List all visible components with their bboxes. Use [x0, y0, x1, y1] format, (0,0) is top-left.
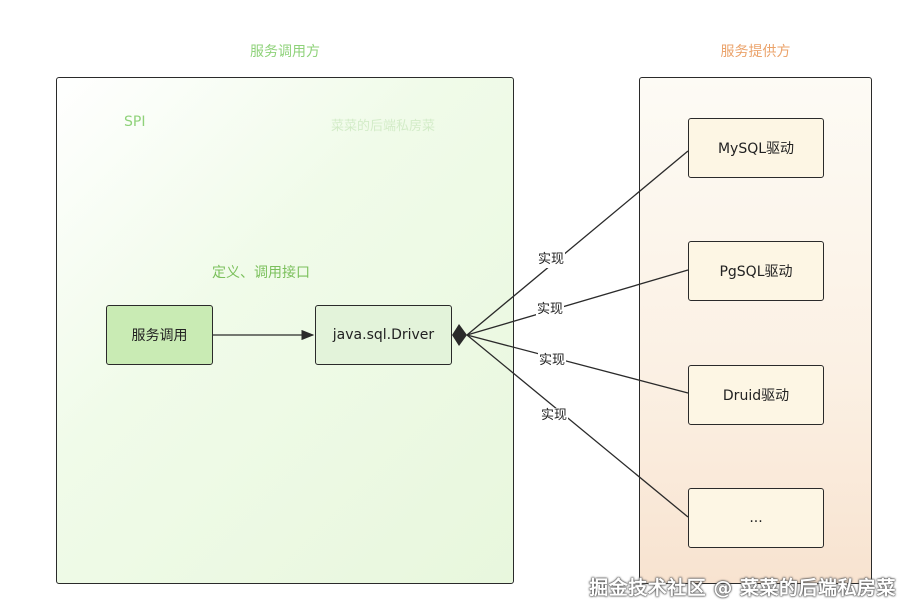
provider-node-pgsql: PgSQL驱动	[688, 241, 824, 301]
edge-label-implements: 实现	[536, 302, 565, 318]
impl-edge-druid	[466, 334, 689, 394]
edge-label-implements: 实现	[538, 353, 567, 369]
realization-diamond	[452, 324, 467, 346]
impl-edge-pgsql	[466, 269, 689, 336]
define-interface-label: 定义、调用接口	[212, 265, 310, 281]
provider-node-mysql: MySQL驱动	[688, 118, 824, 178]
spi-label: SPI	[124, 114, 146, 130]
provider-panel-title: 服务提供方	[720, 44, 791, 60]
edge-label-implements: 实现	[537, 252, 566, 268]
caller-panel-title: 服务调用方	[250, 44, 320, 60]
edge-label-implements: 实现	[540, 408, 569, 424]
provider-node-more: ...	[688, 488, 824, 548]
provider-node-druid: Druid驱动	[688, 365, 824, 425]
service-call-node: 服务调用	[106, 305, 213, 365]
faint-watermark: 菜菜的后端私房菜	[331, 119, 436, 134]
impl-edge-mysql	[466, 150, 689, 336]
site-watermark: 掘金技术社区 @ 菜菜的后端私房菜	[589, 577, 896, 599]
impl-edge-more	[466, 334, 689, 518]
driver-interface-node: java.sql.Driver	[315, 305, 452, 365]
